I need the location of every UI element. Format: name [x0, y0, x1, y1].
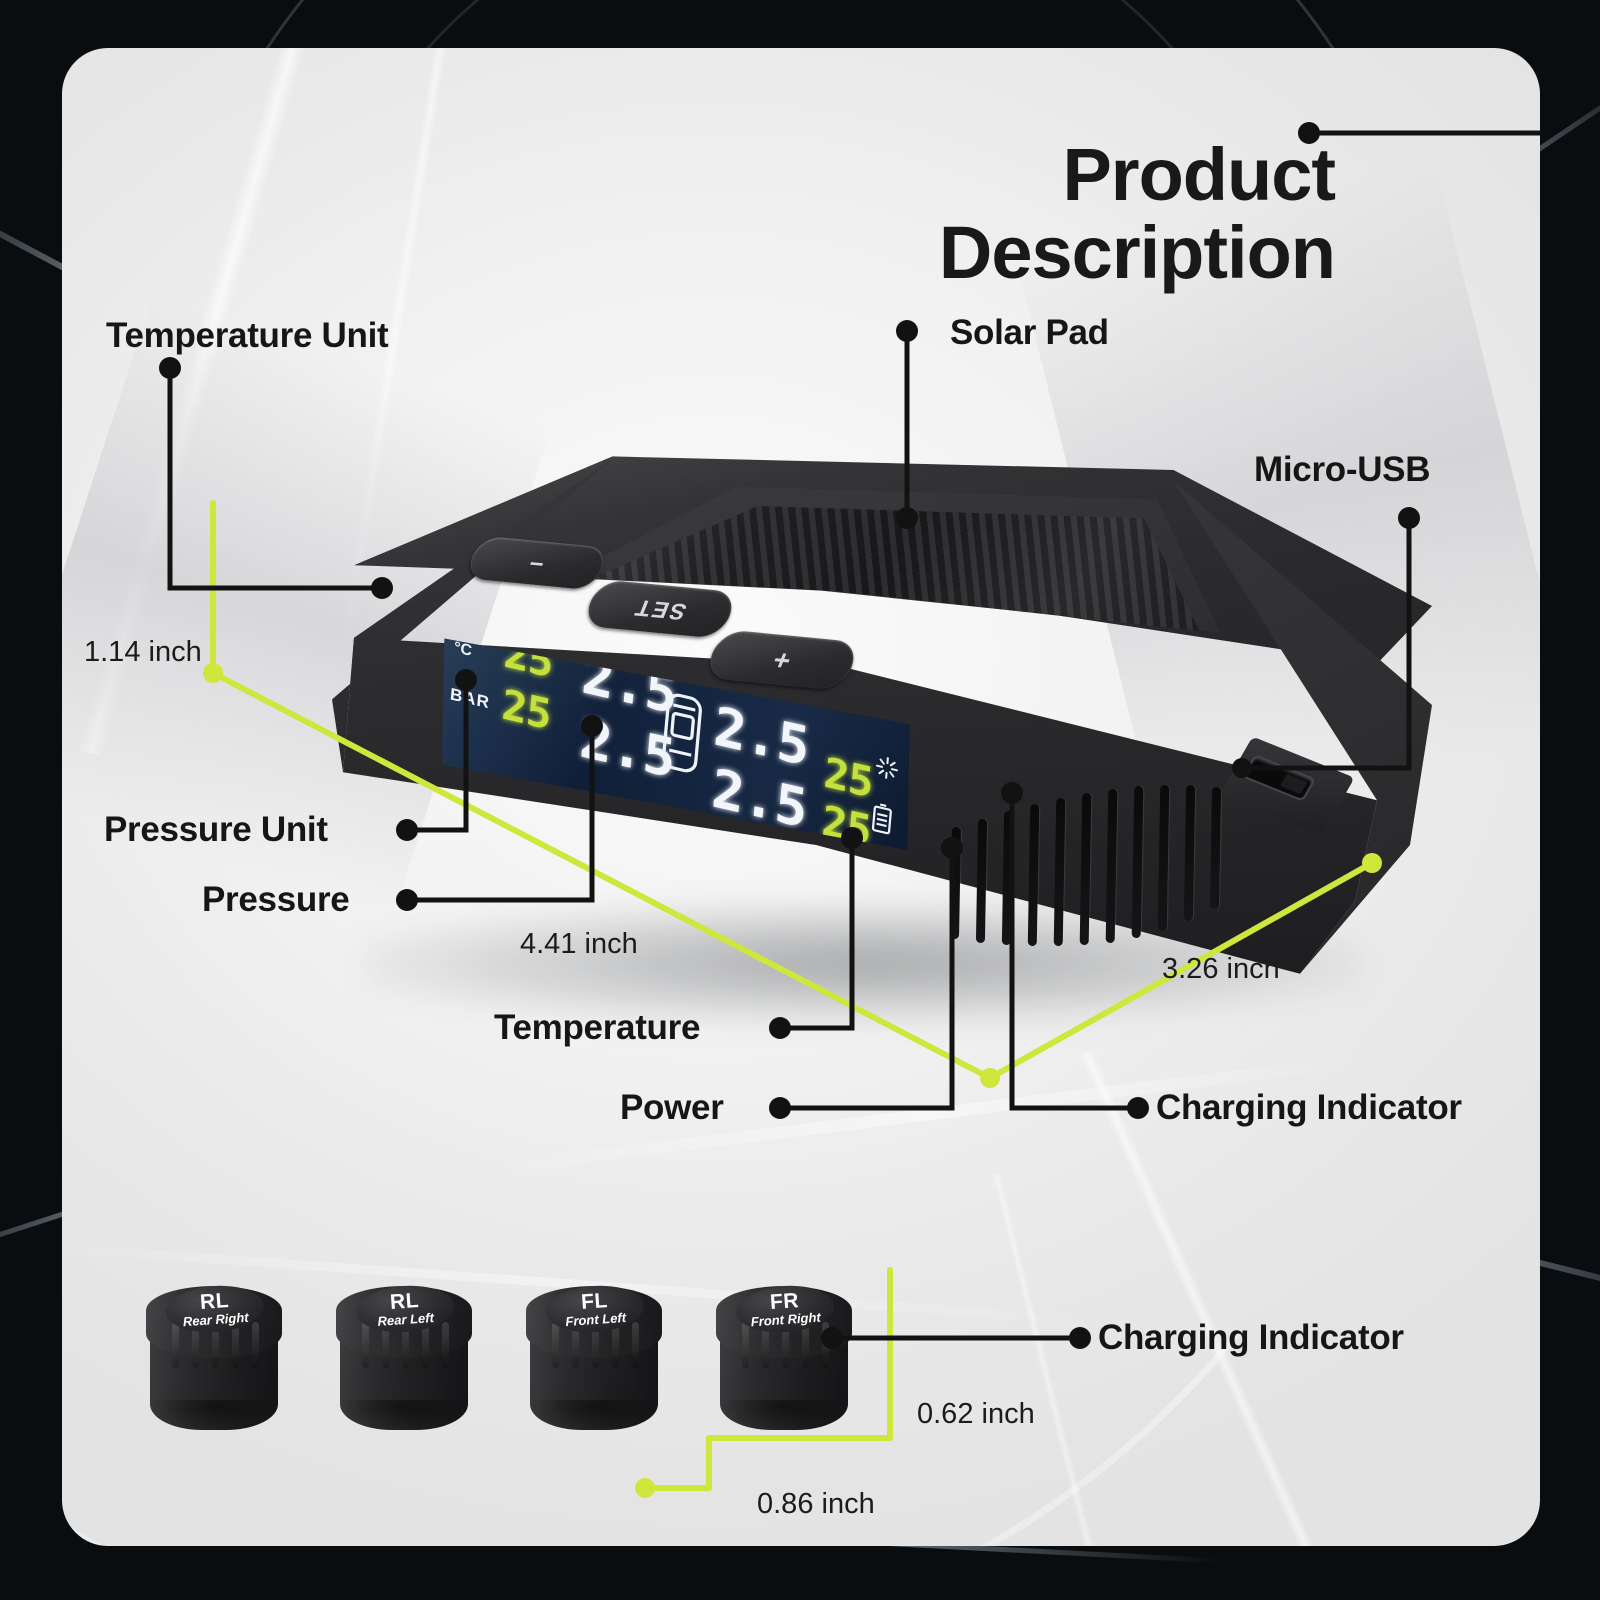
plus-button-label: +: [767, 644, 796, 677]
dimension-sensor-height: 0.62 inch: [917, 1398, 1035, 1430]
vent-grille: [947, 783, 1277, 968]
sensor-cap[interactable]: RL Rear Left: [330, 1270, 478, 1438]
callout-power: Power: [620, 1088, 724, 1127]
callout-temperature-unit: Temperature Unit: [106, 316, 389, 355]
sensor-cap[interactable]: RL Rear Right: [140, 1270, 288, 1438]
leader-dot: [1069, 1327, 1091, 1349]
tpms-monitor-device: − SET + °C BAR 25 25 2.5 2.5: [332, 453, 1432, 1013]
callout-temperature: Temperature: [494, 1008, 701, 1047]
sensor-cap[interactable]: FR Front Right: [710, 1270, 858, 1438]
sensor-position-name: Rear Left: [377, 1310, 435, 1330]
page-title-line-2: Description: [938, 211, 1336, 295]
minus-button-label: −: [524, 549, 549, 578]
dimension-sensor-width: 0.86 inch: [757, 1488, 875, 1520]
content-panel: − SET + °C BAR 25 25 2.5 2.5: [62, 48, 1540, 1546]
page-title-line-1: Product: [1062, 133, 1336, 216]
callout-solar-pad: Solar Pad: [950, 313, 1109, 352]
leader-dot: [159, 357, 181, 379]
temperature-unit-icon: °C: [453, 639, 473, 660]
car-top-view-icon: [662, 693, 702, 773]
sensor-position-name: Front Right: [750, 1309, 822, 1330]
callout-pressure-unit: Pressure Unit: [104, 810, 328, 849]
battery-icon: [871, 803, 892, 835]
dimension-vertex: [203, 663, 223, 683]
callout-micro-usb: Micro-USB: [1254, 450, 1431, 489]
dimension-width: 4.41 inch: [520, 928, 638, 960]
callout-pressure: Pressure: [202, 880, 350, 919]
set-button[interactable]: SET: [581, 579, 739, 639]
background-streak: [991, 1173, 1103, 1546]
set-button-label: SET: [629, 594, 691, 625]
dimension-vertex: [635, 1478, 655, 1498]
leader-dot: [1127, 1097, 1149, 1119]
callout-charging-indicator-device: Charging Indicator: [1156, 1088, 1462, 1127]
leader-dot: [896, 320, 918, 342]
leader-dot: [769, 1097, 791, 1119]
sensor-cap[interactable]: FL Front Left: [520, 1270, 668, 1438]
page-title: Product Description: [938, 133, 1336, 295]
sensor-position-name: Rear Right: [182, 1309, 250, 1330]
sensor-position-name: Front Left: [564, 1310, 627, 1330]
callout-charging-indicator-sensor: Charging Indicator: [1098, 1318, 1404, 1357]
dimension-vertex: [980, 1068, 1000, 1088]
dimension-height: 1.14 inch: [84, 636, 202, 668]
dimension-depth: 3.26 inch: [1162, 953, 1280, 985]
